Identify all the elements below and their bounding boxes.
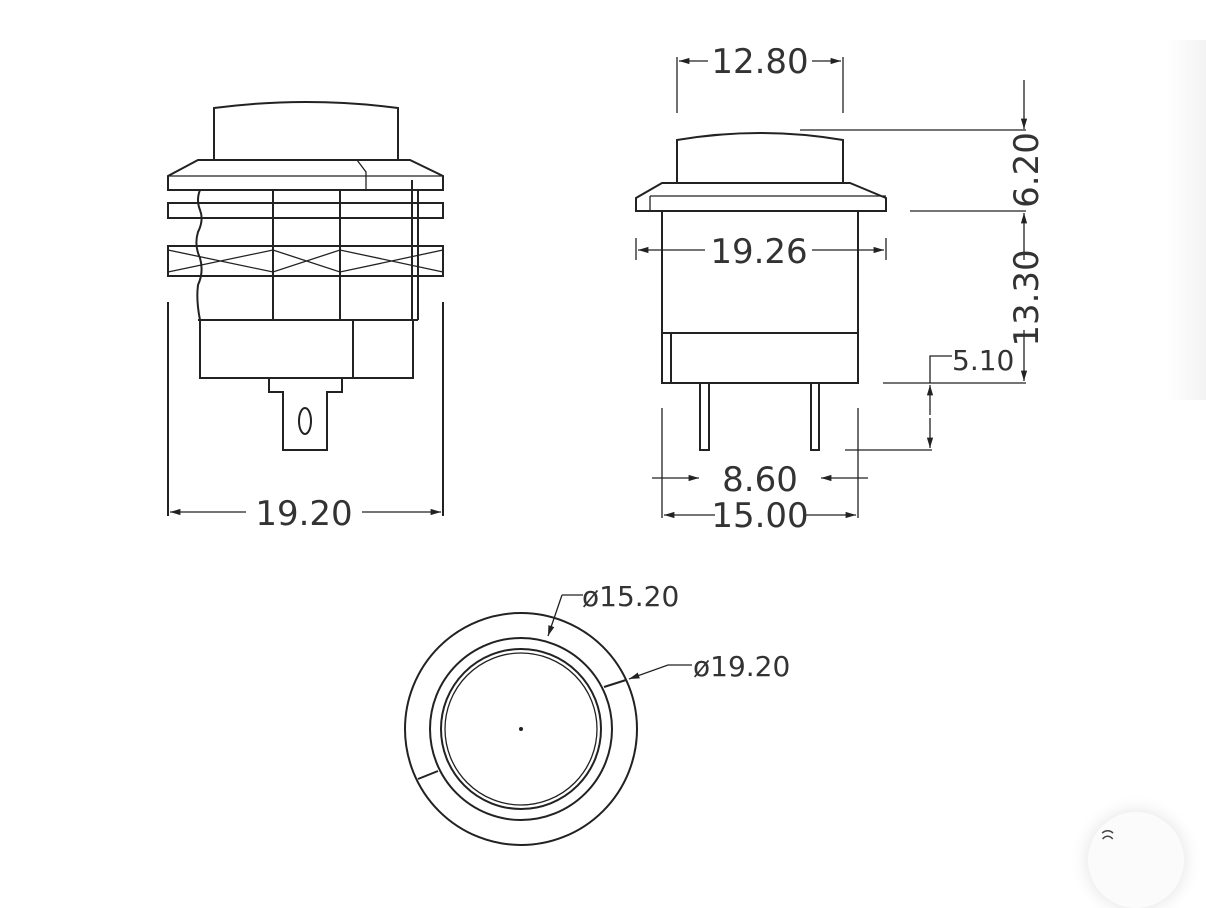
body-height-label: 13.30: [1007, 249, 1047, 346]
terminal-slot: [298, 407, 312, 435]
pin-length-label: 5.10: [952, 344, 1014, 377]
front-view: 19.20: [167, 101, 444, 534]
body-width-label: 15.00: [711, 496, 808, 536]
button-circle: [440, 648, 602, 810]
side-body: [661, 210, 859, 384]
page-edge-shadow: [1166, 40, 1206, 400]
switch-technical-drawing: 19.20 12.80 19.26 6.20 13.30 5: [167, 42, 1047, 846]
outer-circle: [404, 612, 638, 846]
side-view: 12.80 19.26 6.20 13.30 5.10 8.60 15.00: [635, 42, 1047, 536]
inner-diameter-label: ø15.20: [582, 580, 679, 613]
break-line: [195, 189, 203, 321]
front-ring: [167, 202, 444, 219]
front-button-cap: [213, 101, 399, 160]
front-nut: [167, 245, 444, 277]
front-flange: [167, 159, 444, 191]
pin-right: [810, 382, 820, 451]
flange-width-label: 19.26: [710, 232, 807, 272]
pin-left: [699, 382, 710, 451]
top-view: ø15.20 ø19.20: [404, 580, 790, 846]
button-height-label: 6.20: [1007, 132, 1047, 208]
ring-circle: [429, 637, 613, 821]
pin-spacing-label: 8.60: [722, 460, 798, 500]
side-flange: [635, 182, 887, 212]
front-base: [199, 319, 414, 379]
front-width-label: 19.20: [255, 494, 352, 534]
side-button-cap: [676, 132, 844, 183]
outer-diameter-label: ø19.20: [693, 650, 790, 683]
button-width-label: 12.80: [711, 42, 808, 82]
front-terminal: [268, 378, 343, 451]
floating-action-button[interactable]: ꩰ: [1088, 812, 1184, 908]
